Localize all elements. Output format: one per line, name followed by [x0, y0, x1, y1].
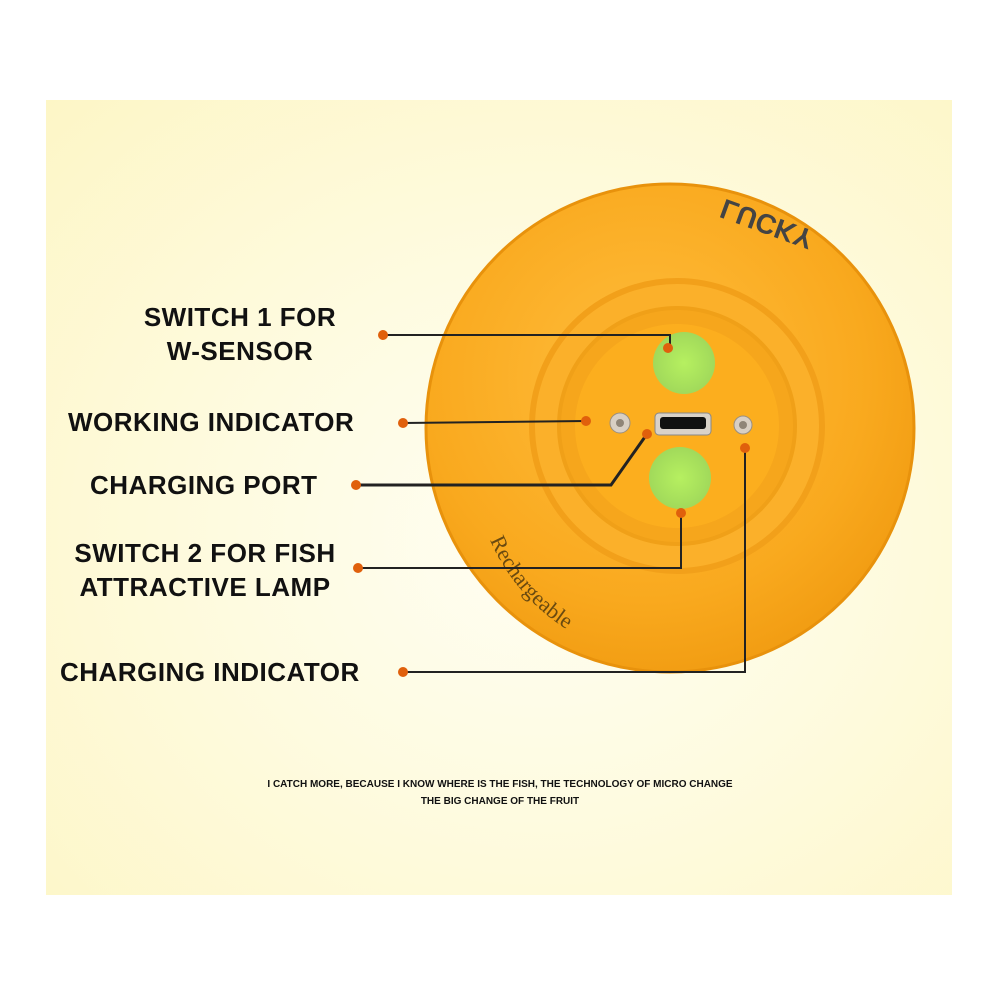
label-working-indicator: WORKING INDICATOR — [68, 407, 355, 437]
switch-2-button[interactable] — [649, 447, 711, 509]
callout-dots — [351, 330, 750, 677]
label-line: ATTRACTIVE LAMP — [79, 572, 331, 602]
tagline-line-1: I CATCH MORE, BECAUSE I KNOW WHERE IS TH… — [267, 779, 733, 790]
label-switch-1: SWITCH 1 FOR W-SENSOR — [120, 300, 360, 368]
label-line: SWITCH 1 FOR — [143, 302, 337, 332]
label-line: W-SENSOR — [166, 336, 314, 366]
label-switch-2: SWITCH 2 FOR FISH ATTRACTIVE LAMP — [55, 536, 355, 604]
switch-1-button[interactable] — [653, 332, 715, 394]
label-line: SWITCH 2 FOR FISH — [74, 538, 336, 568]
working-indicator-led — [609, 412, 631, 434]
charging-indicator-led — [733, 415, 753, 435]
label-charging-port: CHARGING PORT — [90, 470, 318, 500]
charging-port[interactable] — [654, 412, 712, 436]
tagline-line-2: THE BIG CHANGE OF THE FRUIT — [420, 796, 580, 807]
label-charging-indicator: CHARGING INDICATOR — [60, 657, 360, 687]
